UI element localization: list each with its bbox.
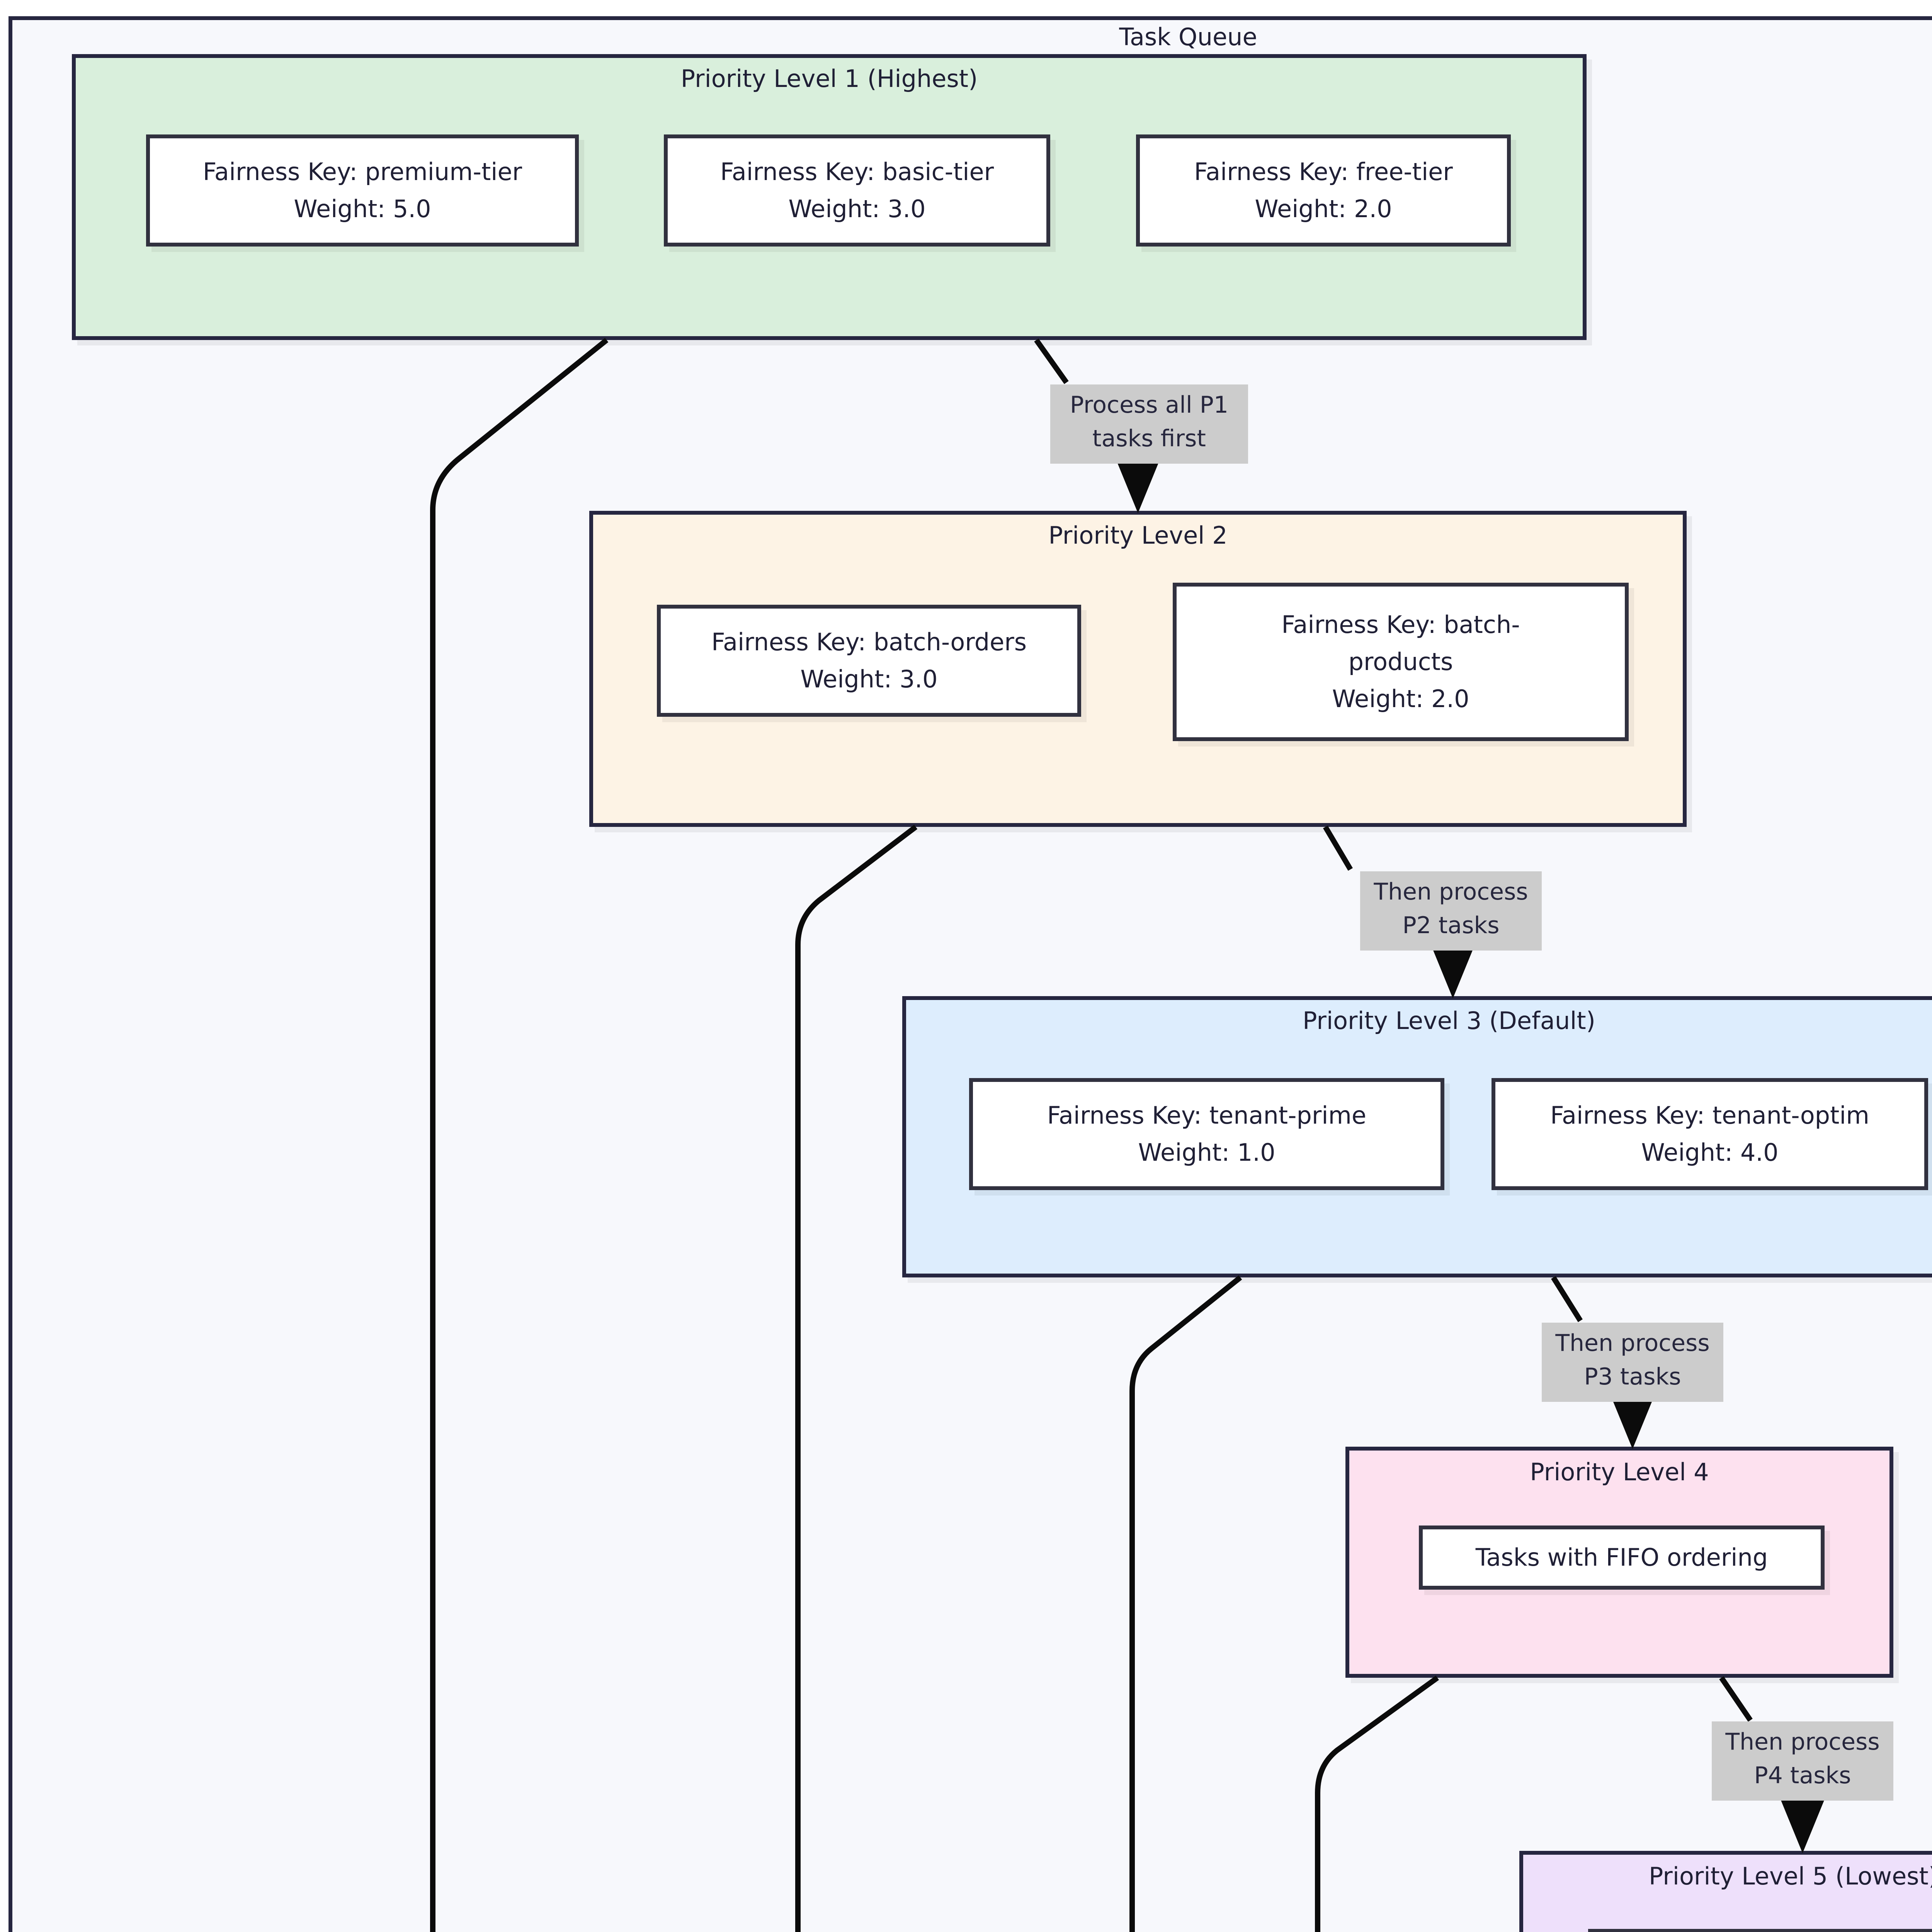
node-label-line2: Weight: 2.0 [1255,195,1392,223]
node-label-line1: Fairness Key: tenant-prime [1047,1101,1367,1129]
node-label-line2: Weight: 5.0 [294,195,431,223]
node-p3-tenant-prime[interactable]: Fairness Key: tenant-prime Weight: 1.0 [969,1078,1444,1190]
edge-label-line2: P3 tasks [1584,1363,1681,1390]
node-label-line2: Weight: 1.0 [1138,1138,1276,1167]
edge-label-p4-to-p5: Then process P4 tasks [1712,1721,1893,1801]
node-p4-fifo[interactable]: Tasks with FIFO ordering [1419,1526,1825,1590]
edge-label-p1-to-p2: Process all P1 tasks first [1050,384,1248,464]
cluster-priority-5 [1519,1851,1932,1932]
node-label-line2: products [1348,647,1453,676]
node-label-line1: Fairness Key: basic-tier [720,157,994,186]
node-label-line2: Weight: 3.0 [788,195,926,223]
cluster-priority-1-title: Priority Level 1 (Highest) [680,65,978,93]
cluster-priority-4-title: Priority Level 4 [1530,1458,1709,1486]
node-label-line1: Tasks with FIFO ordering [1475,1543,1768,1571]
node-label-line1: Fairness Key: tenant-optim [1550,1101,1869,1129]
edge-label-line1: Then process [1555,1330,1710,1357]
node-label-line1: Fairness Key: batch- [1281,610,1520,639]
node-p1-premium-tier[interactable]: Fairness Key: premium-tier Weight: 5.0 [146,134,579,247]
cluster-priority-5-title: Priority Level 5 (Lowest) [1648,1862,1932,1890]
node-label-line1: Fairness Key: free-tier [1194,157,1453,186]
node-p2-batch-products[interactable]: Fairness Key: batch- products Weight: 2.… [1173,583,1629,741]
edge-label-line1: Then process [1374,878,1528,905]
node-p3-tenant-optim[interactable]: Fairness Key: tenant-optim Weight: 4.0 [1492,1078,1928,1190]
edge-label-line2: P4 tasks [1754,1762,1851,1789]
node-p5-fifo[interactable]: Tasks with FIFO ordering [1588,1929,1932,1932]
node-p2-batch-orders[interactable]: Fairness Key: batch-orders Weight: 3.0 [657,605,1081,717]
cluster-priority-3-title: Priority Level 3 (Default) [1303,1007,1595,1035]
edge-label-line2: tasks first [1092,425,1206,452]
cluster-priority-2-title: Priority Level 2 [1048,521,1228,549]
node-label-line2: Weight: 3.0 [800,665,938,693]
edge-label-line1: Then process [1725,1728,1880,1755]
edge-label-line1: Process all P1 [1070,391,1229,418]
node-p1-free-tier[interactable]: Fairness Key: free-tier Weight: 2.0 [1136,134,1511,247]
node-p1-basic-tier[interactable]: Fairness Key: basic-tier Weight: 3.0 [664,134,1050,247]
edge-label-p2-to-p3: Then process P2 tasks [1360,871,1542,951]
node-label-line3: Weight: 2.0 [1332,685,1469,713]
node-label-line2: Weight: 4.0 [1641,1138,1779,1167]
edge-label-p3-to-p4: Then process P3 tasks [1542,1323,1723,1402]
edge-label-line2: P2 tasks [1402,912,1500,939]
node-label-line1: Fairness Key: premium-tier [202,157,522,186]
cluster-task-queue-title: Task Queue [1119,23,1257,51]
node-label-line1: Fairness Key: batch-orders [711,628,1027,656]
